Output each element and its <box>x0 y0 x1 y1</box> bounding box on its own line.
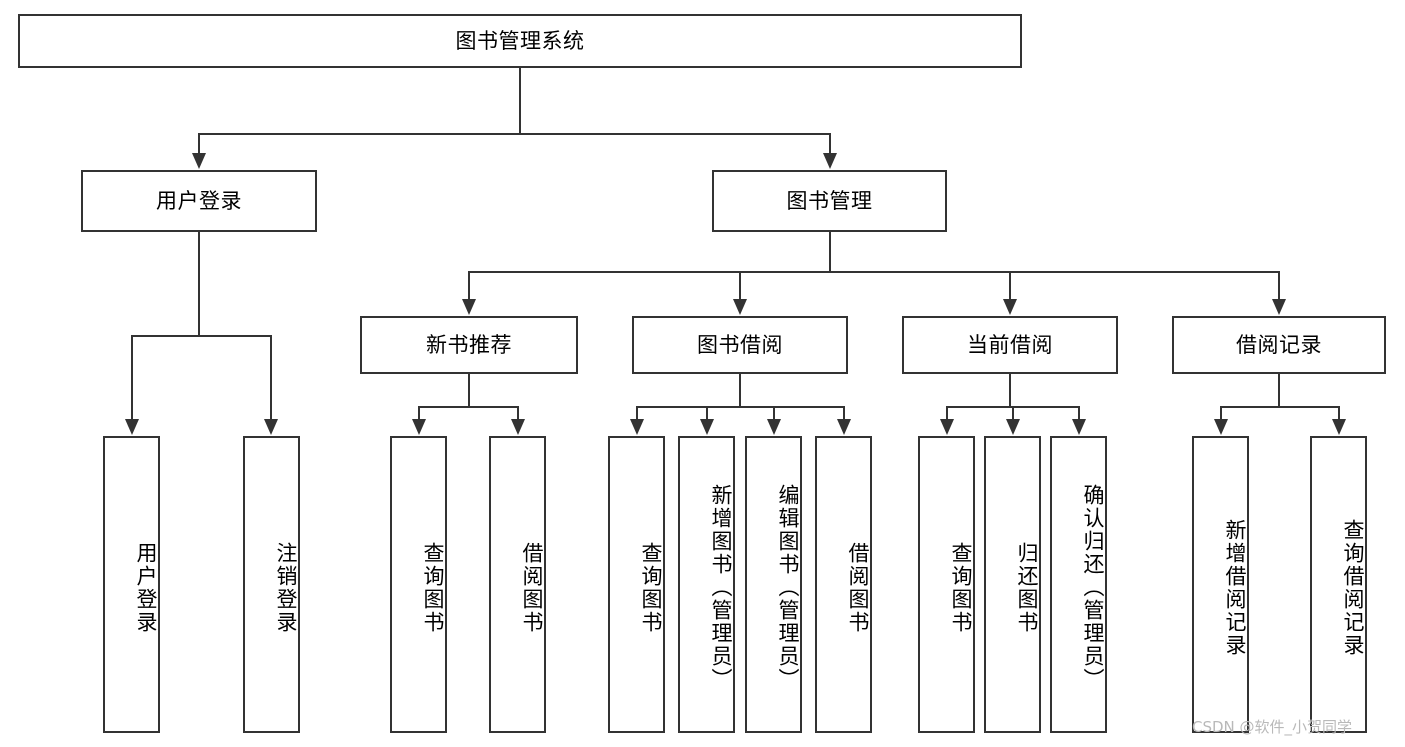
leaf-bb-borrow-book[interactable]: 借阅图书 <box>815 436 872 733</box>
edge-cb-drop-3 <box>1078 406 1080 420</box>
edge-user-login-stem <box>198 232 200 336</box>
arrow-user-login-leaf-1 <box>125 419 139 435</box>
edge-nbr-drop-1 <box>418 406 420 420</box>
leaf-bb-edit-book-admin[interactable]: 编辑图书（管理员） <box>745 436 802 733</box>
edge-bm-drop-1 <box>468 271 470 300</box>
edge-root-to-user-login <box>198 133 200 155</box>
node-current-borrow[interactable]: 当前借阅 <box>902 316 1118 374</box>
arrow-user-login-leaf-2 <box>264 419 278 435</box>
edge-user-login-drop-2 <box>270 335 272 420</box>
node-label: 查询图书 <box>949 541 973 634</box>
edge-bb-drop-3 <box>773 406 775 420</box>
leaf-nbr-borrow-book[interactable]: 借阅图书 <box>489 436 546 733</box>
leaf-cb-return-book[interactable]: 归还图书 <box>984 436 1041 733</box>
arrow-bm-to-new-book-recommend <box>462 299 476 315</box>
node-label: 查询图书 <box>421 541 445 634</box>
leaf-br-add-record[interactable]: 新增借阅记录 <box>1192 436 1249 733</box>
edge-bb-drop-1 <box>636 406 638 420</box>
leaf-nbr-query-book[interactable]: 查询图书 <box>390 436 447 733</box>
node-label: 当前借阅 <box>967 332 1053 357</box>
edge-nbr-drop-2 <box>517 406 519 420</box>
node-label: 借阅图书 <box>846 541 870 634</box>
csdn-watermark: CSDN @软件_小贺同学 <box>1192 718 1353 736</box>
arrow-bb-leaf-1 <box>630 419 644 435</box>
edge-nbr-bus <box>418 406 518 408</box>
edge-user-login-drop-1 <box>131 335 133 420</box>
node-label: 查询借阅记录 <box>1341 518 1365 657</box>
arrow-nbr-leaf-1 <box>412 419 426 435</box>
node-book-management[interactable]: 图书管理 <box>712 170 947 232</box>
node-new-book-recommend[interactable]: 新书推荐 <box>360 316 578 374</box>
edge-br-stem <box>1278 374 1280 407</box>
arrow-bm-to-book-borrow <box>733 299 747 315</box>
arrow-bm-to-borrow-record <box>1272 299 1286 315</box>
node-label: 借阅图书 <box>520 541 544 634</box>
node-label: 图书借阅 <box>697 332 783 357</box>
edge-bb-drop-2 <box>706 406 708 420</box>
node-label: 用户登录 <box>134 541 158 634</box>
arrow-root-to-book-management <box>823 153 837 169</box>
node-label: 新增图书（管理员） <box>709 484 733 691</box>
leaf-bb-add-book-admin[interactable]: 新增图书（管理员） <box>678 436 735 733</box>
node-book-borrow[interactable]: 图书借阅 <box>632 316 848 374</box>
arrow-bb-leaf-3 <box>767 419 781 435</box>
edge-cb-drop-1 <box>946 406 948 420</box>
node-label: 图书管理 <box>786 188 873 213</box>
leaf-br-query-record[interactable]: 查询借阅记录 <box>1310 436 1367 733</box>
leaf-logout[interactable]: 注销登录 <box>243 436 300 733</box>
edge-nbr-stem <box>468 374 470 407</box>
edge-bm-drop-4 <box>1278 271 1280 300</box>
leaf-cb-query-book[interactable]: 查询图书 <box>918 436 975 733</box>
edge-book-management-stem <box>829 232 831 272</box>
edge-bm-drop-3 <box>1009 271 1011 300</box>
edge-cb-stem <box>1009 374 1011 407</box>
edge-root-bus <box>198 133 830 135</box>
edge-br-bus <box>1220 406 1339 408</box>
edge-bb-bus <box>636 406 844 408</box>
arrow-br-leaf-2 <box>1332 419 1346 435</box>
leaf-user-login[interactable]: 用户登录 <box>103 436 160 733</box>
leaf-cb-confirm-return-admin[interactable]: 确认归还（管理员） <box>1050 436 1107 733</box>
node-label: 编辑图书（管理员） <box>776 484 800 691</box>
node-label: 归还图书 <box>1015 541 1039 634</box>
arrow-cb-leaf-1 <box>940 419 954 435</box>
edge-root-to-book-management <box>829 133 831 155</box>
edge-bb-stem <box>739 374 741 407</box>
node-root-book-management-system[interactable]: 图书管理系统 <box>18 14 1022 68</box>
edge-bb-drop-4 <box>843 406 845 420</box>
edge-br-drop-1 <box>1220 406 1222 420</box>
node-label: 图书管理系统 <box>455 28 585 53</box>
arrow-cb-leaf-2 <box>1006 419 1020 435</box>
edge-book-management-bus <box>468 271 1280 273</box>
arrow-bb-leaf-4 <box>837 419 851 435</box>
arrow-bb-leaf-2 <box>700 419 714 435</box>
node-borrow-record[interactable]: 借阅记录 <box>1172 316 1386 374</box>
arrow-root-to-user-login <box>192 153 206 169</box>
edge-user-login-bus <box>131 335 272 337</box>
node-label: 查询图书 <box>639 541 663 634</box>
edge-br-drop-2 <box>1338 406 1340 420</box>
arrow-nbr-leaf-2 <box>511 419 525 435</box>
leaf-bb-query-book[interactable]: 查询图书 <box>608 436 665 733</box>
node-user-login[interactable]: 用户登录 <box>81 170 317 232</box>
node-label: 用户登录 <box>156 188 242 213</box>
edge-root-stem <box>519 68 521 134</box>
node-label: 新书推荐 <box>426 332 512 357</box>
edge-bm-drop-2 <box>739 271 741 300</box>
arrow-br-leaf-1 <box>1214 419 1228 435</box>
edge-cb-drop-2 <box>1012 406 1014 420</box>
node-label: 借阅记录 <box>1236 332 1322 357</box>
arrow-cb-leaf-3 <box>1072 419 1086 435</box>
node-label: 新增借阅记录 <box>1223 518 1247 657</box>
arrow-bm-to-current-borrow <box>1003 299 1017 315</box>
node-label: 注销登录 <box>274 541 298 634</box>
node-label: 确认归还（管理员） <box>1081 484 1105 691</box>
